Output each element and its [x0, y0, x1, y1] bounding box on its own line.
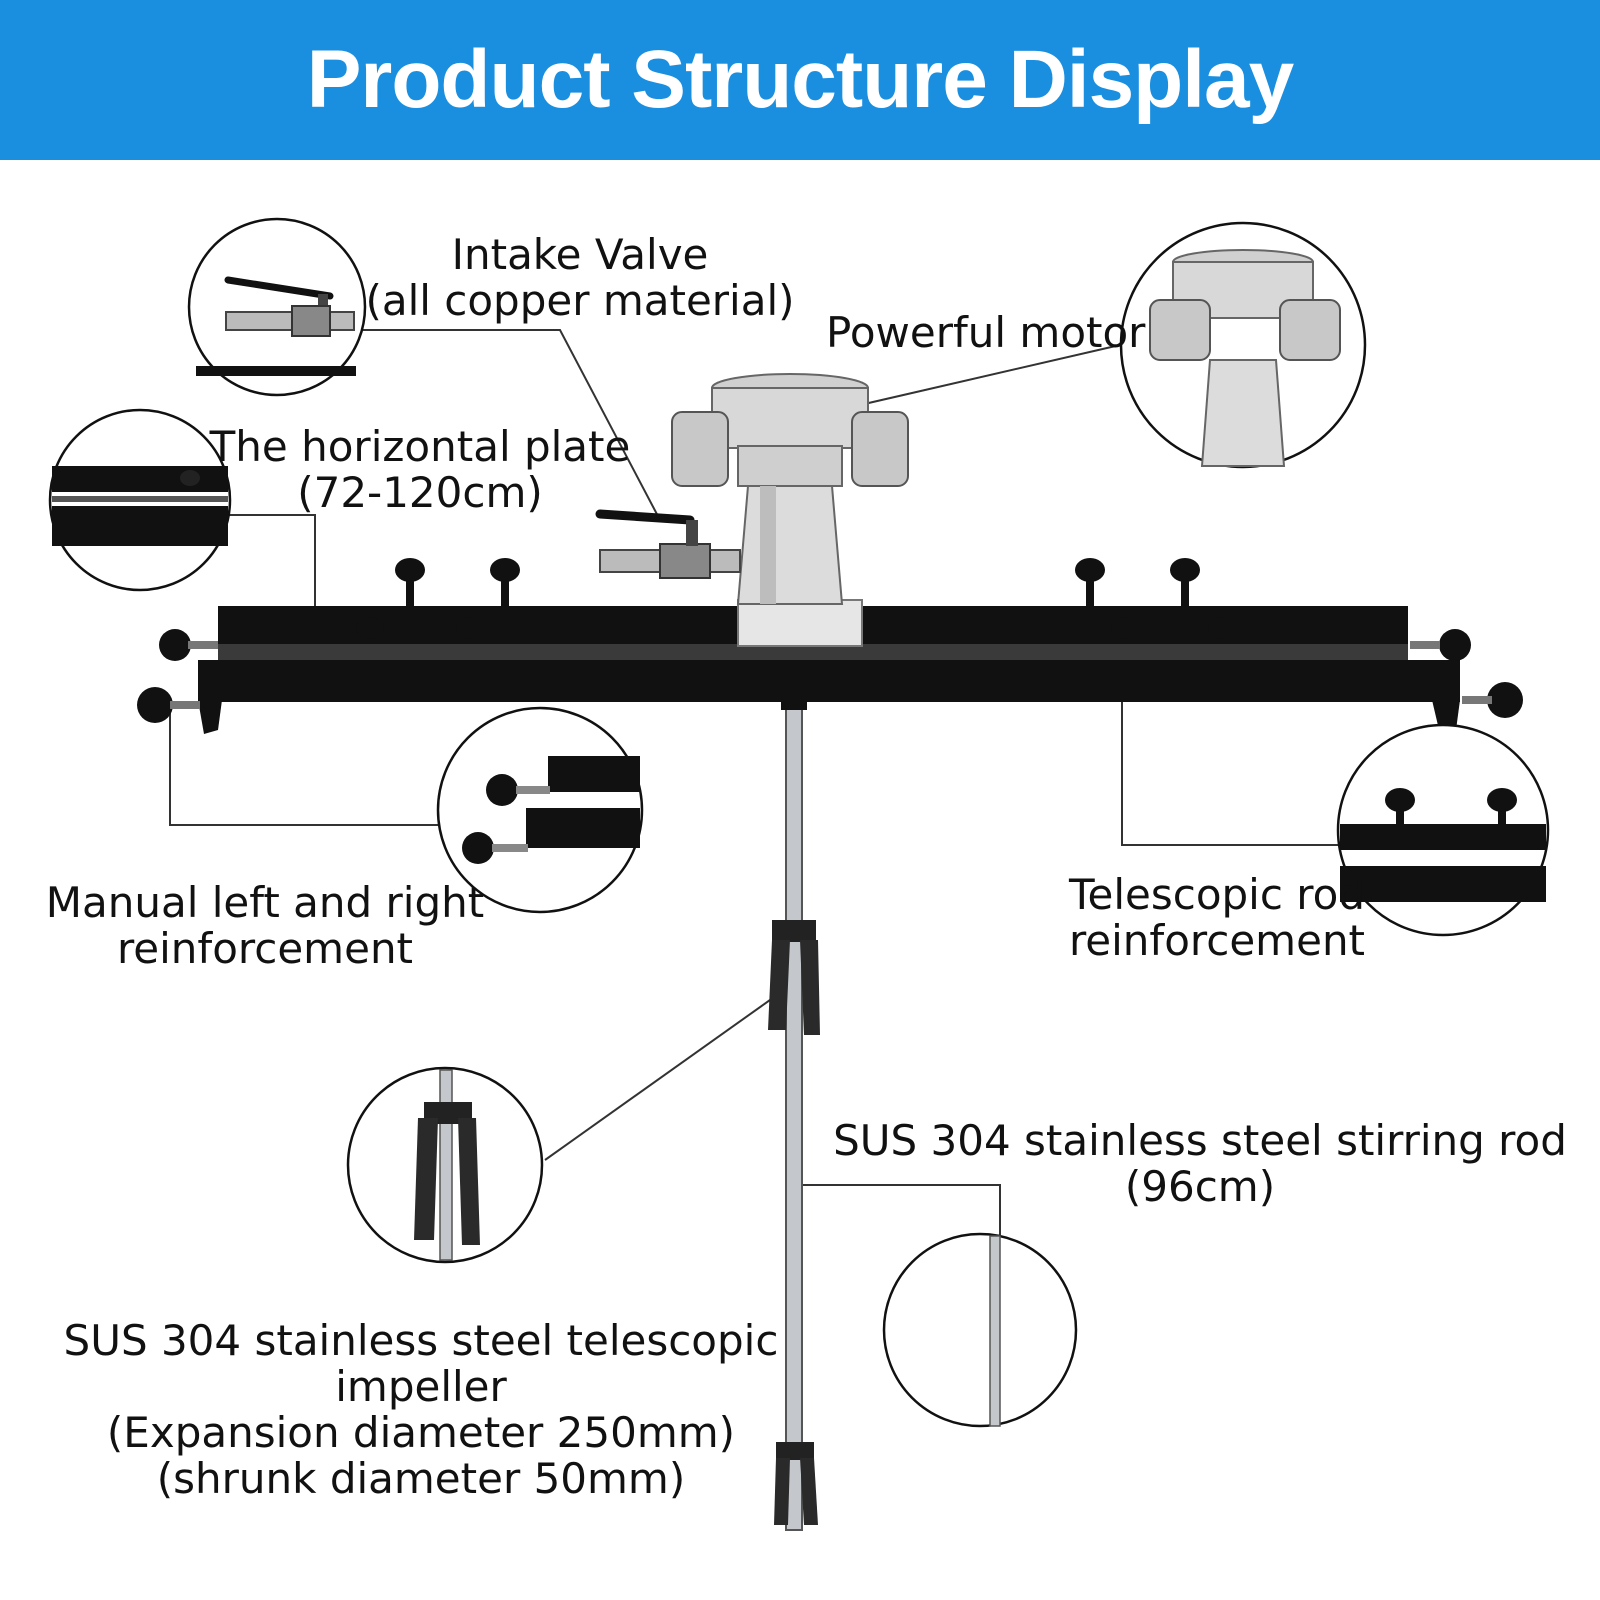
horizontal-plate: [198, 599, 1460, 734]
knob-icon: [1410, 629, 1471, 661]
frame-knobs: [137, 558, 1523, 723]
leader-intake-valve: [355, 329, 661, 521]
label-line: Intake Valve: [451, 230, 709, 279]
callout-manual-reinforcement: [436, 706, 644, 914]
leader-telescopic-rod: [1121, 700, 1365, 846]
label-horizontal-plate: The horizontal plate (72-120cm): [205, 424, 635, 516]
knob-icon: [490, 558, 520, 606]
label-line: reinforcement: [1068, 916, 1366, 965]
knob-icon: [1487, 788, 1517, 826]
label-line: SUS 304 stainless steel telescopic: [63, 1316, 779, 1365]
label-line: (all copper material): [365, 276, 795, 325]
callout-horizontal-plate: [48, 408, 232, 592]
motor: [671, 373, 909, 605]
label-line: (96cm): [1124, 1162, 1276, 1211]
leader-motor: [859, 344, 1121, 406]
knob-icon: [395, 558, 425, 606]
knob-icon: [1385, 788, 1415, 826]
title-banner: [0, 0, 1600, 160]
callout-intake-valve: [187, 217, 367, 397]
leader-manual-reinforcement: [169, 700, 450, 826]
label-line: (72-120cm): [297, 468, 543, 517]
knob-icon: [1208, 617, 1236, 639]
callout-stirring-rod: [882, 1232, 1078, 1428]
label-line: The horizontal plate: [209, 422, 631, 471]
label-motor: Powerful motor: [826, 310, 1145, 356]
knob-icon: [1111, 617, 1139, 639]
label-line: Manual left and right: [45, 878, 485, 927]
label-line: (shrunk diameter 50mm): [156, 1454, 686, 1503]
label-intake-valve: Intake Valve (all copper material): [360, 232, 800, 324]
label-manual-reinforcement: Manual left and right reinforcement: [35, 880, 495, 972]
label-line: SUS 304 stainless steel stirring rod: [833, 1116, 1567, 1165]
leader-impeller-callout: [544, 999, 771, 1161]
knob-icon: [1075, 558, 1105, 606]
knob-icon: [1462, 682, 1523, 718]
upper-impeller: [768, 920, 820, 1035]
knob-icon: [456, 617, 484, 639]
knob-icon: [356, 617, 384, 639]
label-stirring-rod: SUS 304 stainless steel stirring rod (96…: [810, 1118, 1590, 1210]
page-title: Product Structure Display: [306, 34, 1295, 125]
label-line: Powerful motor: [826, 308, 1146, 357]
knob-icon: [159, 629, 218, 661]
callout-motor: [1119, 221, 1367, 469]
label-line: impeller: [335, 1362, 507, 1411]
label-line: (Expansion diameter 250mm): [106, 1408, 736, 1457]
callout-impeller: [346, 1066, 544, 1264]
callout-telescopic-rod: [1336, 723, 1550, 937]
knob-icon: [1170, 558, 1200, 606]
label-line: reinforcement: [116, 924, 414, 973]
label-telescopic-rod: Telescopic rod reinforcement: [1058, 872, 1376, 964]
label-line: Telescopic rod: [1068, 870, 1365, 919]
lower-impeller: [774, 1442, 818, 1525]
knob-icon: [137, 687, 200, 723]
intake-valve: [595, 509, 741, 579]
label-impeller: SUS 304 stainless steel telescopic impel…: [28, 1318, 814, 1502]
